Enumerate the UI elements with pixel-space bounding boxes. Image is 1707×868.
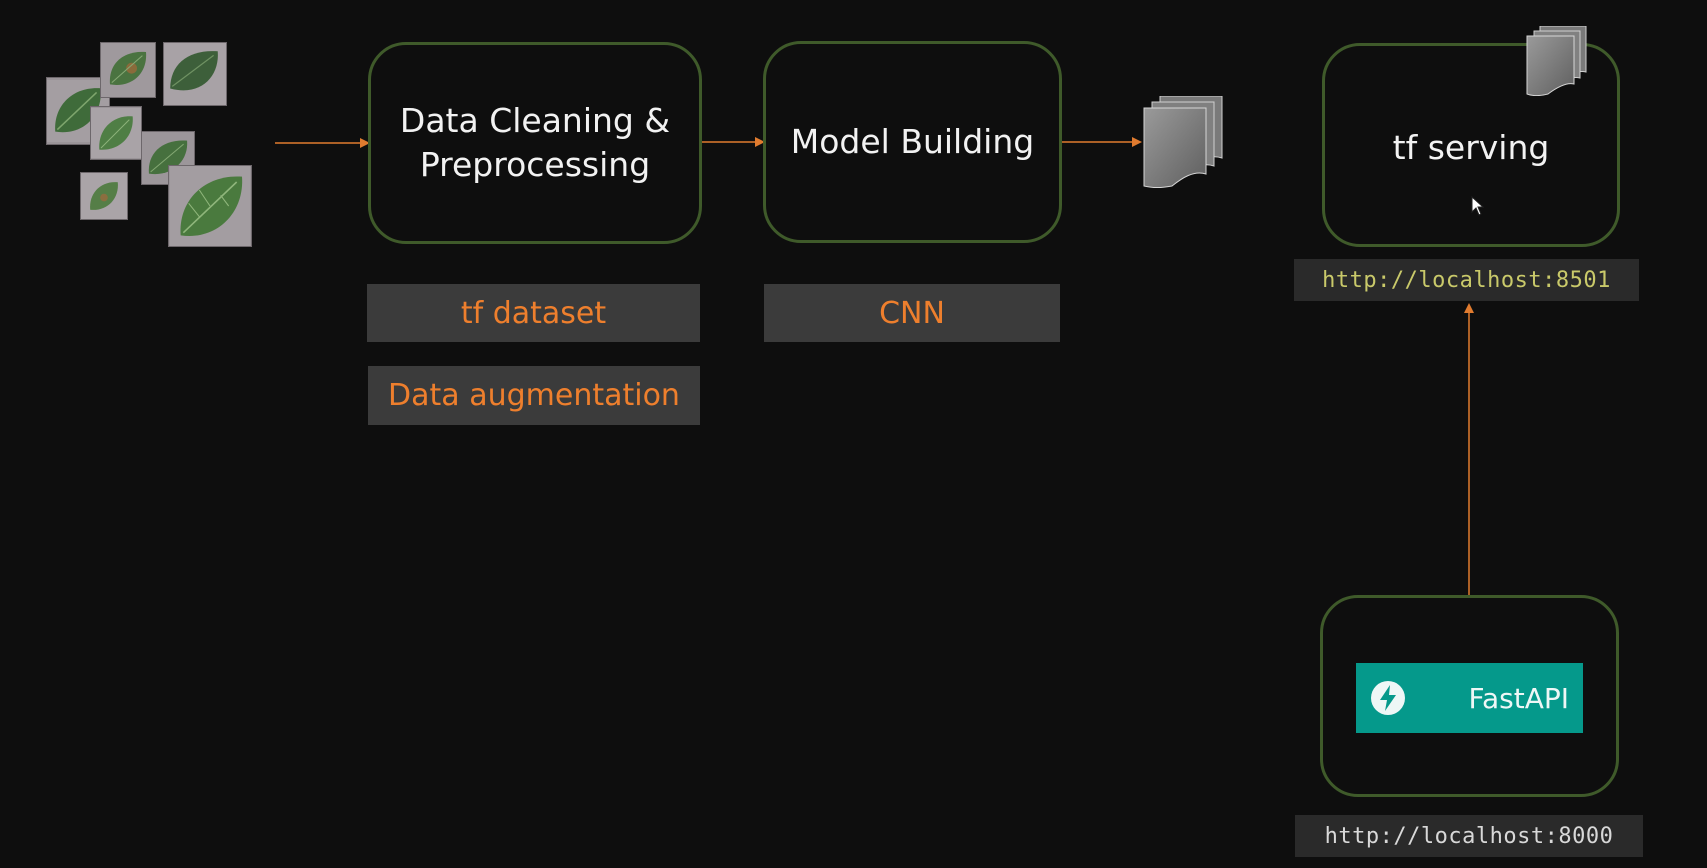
stage-model-building-label: Model Building xyxy=(790,122,1035,161)
lightning-bolt-icon xyxy=(1370,680,1406,716)
stage-fastapi xyxy=(1320,595,1619,797)
leaf-image-icon xyxy=(163,42,227,106)
url-tf-serving-text: http://localhost:8501 xyxy=(1322,267,1611,293)
stage-model-building: Model Building xyxy=(763,41,1062,243)
leaf-image-icon xyxy=(168,165,252,247)
stage-data-cleaning-line-1: Data Cleaning & xyxy=(399,101,671,140)
leaf-image-icon xyxy=(90,106,142,160)
tag-cnn: CNN xyxy=(764,284,1060,342)
leaf-image-icon xyxy=(100,42,156,98)
stage-data-cleaning-line-2: Preprocessing xyxy=(419,145,651,184)
stage-tf-serving: tf serving xyxy=(1322,43,1620,247)
document-stack-icon xyxy=(1522,25,1588,96)
document-stack-icon xyxy=(1138,95,1224,190)
url-fastapi-text: http://localhost:8000 xyxy=(1324,823,1614,849)
fastapi-badge-label: FastAPI xyxy=(1468,681,1569,715)
stage-tf-serving-label: tf serving xyxy=(1392,128,1550,167)
tag-data-augmentation-label: Data augmentation xyxy=(388,378,680,413)
url-fastapi: http://localhost:8000 xyxy=(1295,815,1643,857)
tag-tf-dataset: tf dataset xyxy=(367,284,700,342)
mouse-pointer-icon xyxy=(1471,195,1485,216)
tag-data-augmentation: Data augmentation xyxy=(368,366,700,425)
tag-cnn-label: CNN xyxy=(879,295,945,331)
stage-data-cleaning: Data Cleaning & Preprocessing xyxy=(368,42,702,244)
leaf-image-icon xyxy=(80,172,128,220)
url-tf-serving: http://localhost:8501 xyxy=(1294,259,1639,301)
fastapi-badge: FastAPI xyxy=(1356,663,1583,733)
tag-tf-dataset-label: tf dataset xyxy=(460,295,607,331)
